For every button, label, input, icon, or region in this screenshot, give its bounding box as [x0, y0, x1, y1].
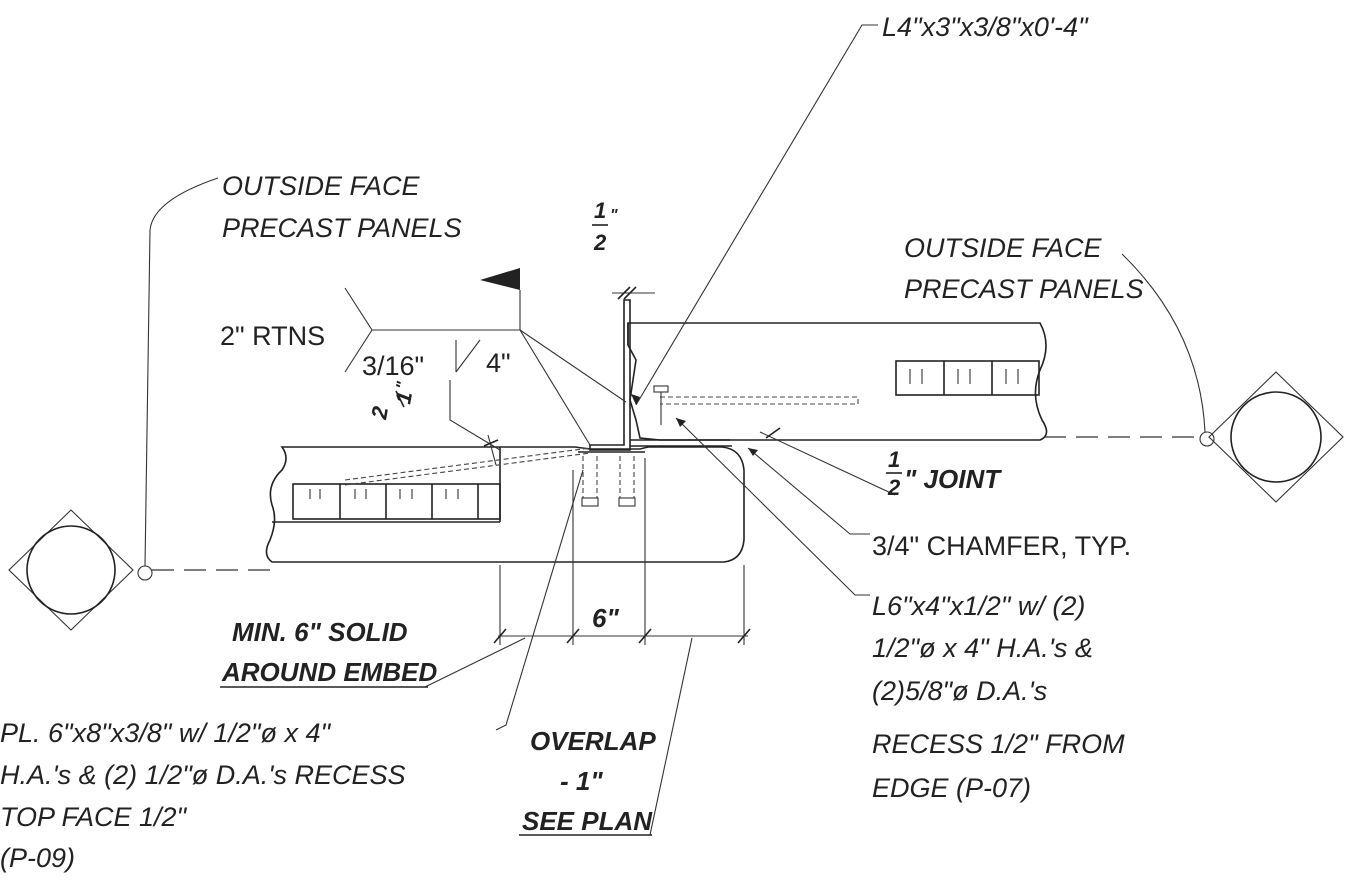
half-top-inch-mark: "	[610, 207, 618, 224]
min-solid-line2: AROUND EMBED	[221, 657, 437, 687]
outside-face-left-line1: OUTSIDE FACE	[222, 171, 421, 201]
steel-angle-connection	[578, 299, 732, 507]
overlap-line3: SEE PLAN	[522, 806, 653, 836]
angle-bottom-line2: 1/2"ø x 4" H.A.'s &	[872, 633, 1093, 663]
dimension-six-inch: 6"	[592, 603, 619, 633]
leader-lines	[344, 24, 896, 836]
weld-length-label: 4"	[486, 348, 511, 378]
min-solid-line1: MIN. 6" SOLID	[232, 617, 408, 647]
chamfer-label: 3/4" CHAMFER, TYP.	[872, 531, 1131, 561]
outside-face-right-line2: PRECAST PANELS	[904, 274, 1144, 304]
half-left-numerator: 1	[390, 389, 417, 405]
overlap-line2: - 1"	[560, 766, 603, 796]
left-grid-bubble	[8, 177, 280, 631]
half-left-fraction: 1 "	[390, 380, 417, 406]
angle-bottom-line5: EDGE (P-07)	[872, 773, 1031, 803]
half-left-inch-mark: "	[394, 380, 412, 391]
joint-numerator: 1	[888, 447, 900, 472]
angle-top-label: L4"x3"x3/8"x0'-4"	[882, 12, 1089, 42]
angle-bottom-line4: RECESS 1/2" FROM	[872, 729, 1125, 759]
plate-note-line3: TOP FACE 1/2"	[0, 802, 188, 832]
annotation-text: L4"x3"x3/8"x0'-4" OUTSIDE FACE PRECAST P…	[0, 12, 1144, 873]
half-top-denominator: 2	[593, 230, 607, 255]
plate-note-line4: (P-09)	[0, 843, 75, 873]
right-grid-bubble	[1044, 253, 1344, 503]
dimension-lines	[483, 286, 781, 645]
plate-note-line2: H.A.'s & (2) 1/2"ø D.A.'s RECESS	[0, 760, 406, 790]
half-top-numerator: 1	[594, 198, 606, 223]
weld-returns-label: 2" RTNS	[220, 321, 325, 351]
half-left-denominator: 2	[366, 404, 393, 422]
overlap-line1: OVERLAP	[530, 726, 656, 756]
outside-face-right-line1: OUTSIDE FACE	[904, 233, 1103, 263]
right-precast-panel	[627, 322, 1048, 441]
left-precast-panel	[265, 446, 745, 563]
weld-size-label: 3/16"	[362, 351, 424, 381]
plate-note-line1: PL. 6"x8"x3/8" w/ 1/2"ø x 4"	[0, 718, 331, 748]
half-left-fraction-den: 2	[366, 404, 393, 422]
joint-denominator: 2	[887, 475, 901, 500]
angle-bottom-line1: L6"x4"x1/2" w/ (2)	[872, 591, 1085, 621]
outside-face-left-line2: PRECAST PANELS	[222, 213, 462, 243]
angle-bottom-line3: (2)5/8"ø D.A.'s	[872, 676, 1047, 706]
joint-label: " JOINT	[904, 464, 1002, 494]
